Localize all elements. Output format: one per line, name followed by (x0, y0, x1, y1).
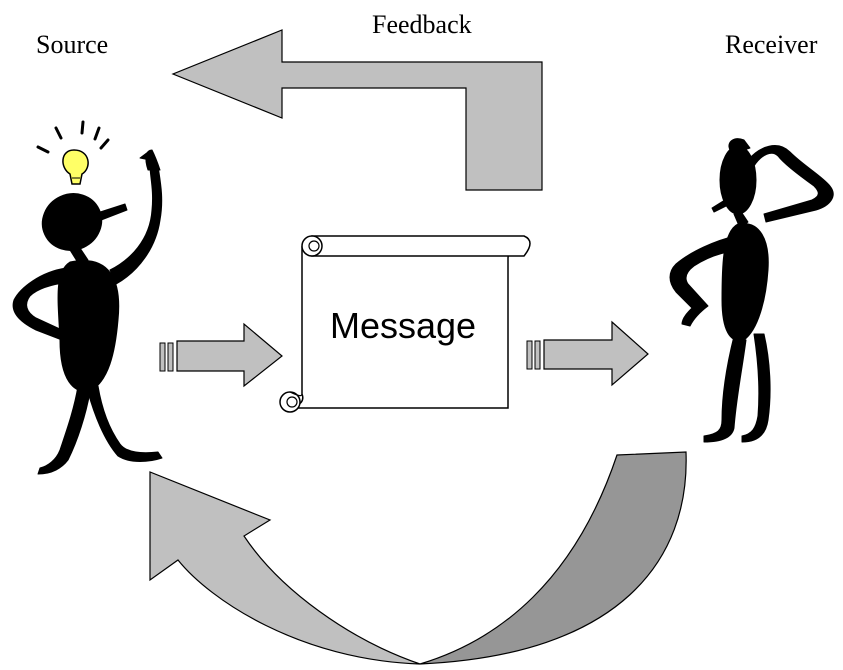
idea-sparks-icon (36, 120, 110, 154)
source-figure (12, 149, 163, 475)
receiver-figure (669, 138, 834, 443)
feedback-arrow (171, 29, 543, 191)
source-to-message-arrow (159, 322, 283, 388)
message-scroll: Message (279, 235, 531, 413)
message-label: Message (330, 305, 476, 346)
receiver-label: Receiver (725, 30, 818, 59)
message-to-receiver-arrow (526, 320, 649, 387)
light-bulb-icon (62, 149, 89, 185)
return-arrow (149, 451, 687, 665)
source-label: Source (36, 30, 109, 59)
feedback-label: Feedback (372, 10, 472, 39)
